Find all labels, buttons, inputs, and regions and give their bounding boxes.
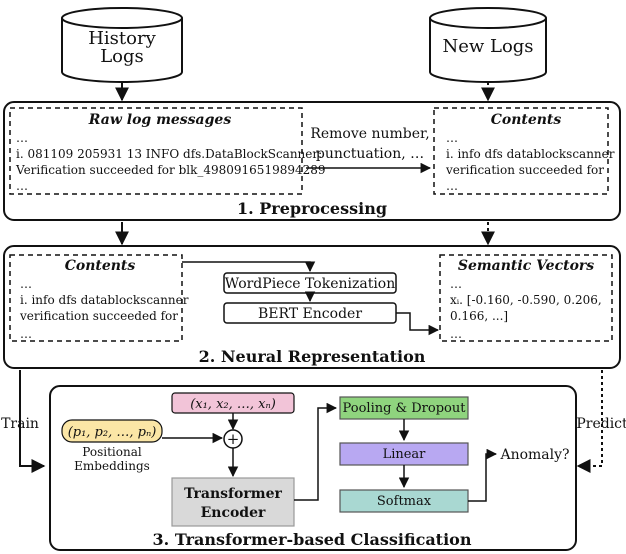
neural-contents-line-2: i. info dfs datablockscanner: [20, 293, 189, 307]
neural-contents-line-3: verification succeeded for: [19, 309, 178, 323]
semantic-vectors-line-1: …: [450, 277, 462, 291]
add-operator-label: +: [227, 430, 240, 448]
preprocess-step-line-1: Remove number,: [310, 126, 429, 142]
transformer-label-1: Transformer: [184, 486, 282, 502]
transformer-label-2: Encoder: [201, 505, 266, 521]
raw-log-box: [9, 107, 303, 195]
neural-representation-title: 2. Neural Representation: [199, 347, 426, 366]
new-logs-database: New Logs: [429, 7, 547, 83]
raw-log-line-4: …: [16, 179, 28, 193]
transformer-to-pooling-arrow: [294, 402, 338, 501]
history-logs-label-2: Logs: [100, 46, 144, 67]
positional-sequence-box: [61, 419, 163, 443]
neural-representation-stage: Contents … i. info dfs datablockscanner …: [3, 245, 621, 369]
preprocess-contents-title: Contents: [491, 112, 562, 128]
bert-label: BERT Encoder: [258, 306, 362, 322]
preprocess-step-line-2: punctuation, …: [316, 146, 424, 162]
new-logs-label: New Logs: [442, 36, 533, 57]
preprocess-contents-line-4: …: [446, 179, 458, 193]
neural-contents-title: Contents: [65, 258, 136, 274]
classification-stage: (x₁, x₂, …, xₙ) (p₁, p₂, …, pₙ) Position…: [49, 385, 577, 551]
positional-label-2: Embeddings: [74, 459, 150, 473]
raw-log-line-3: Verification succeeded for blk_498091651…: [15, 163, 326, 177]
semantic-vectors-line-2: xᵢ. [-0.160, -0.590, 0.206,: [450, 293, 602, 307]
classification-title: 3. Transformer-based Classification: [153, 530, 472, 549]
raw-log-line-1: …: [16, 131, 28, 145]
raw-log-line-2: i. 081109 205931 13 INFO dfs.DataBlockSc…: [16, 147, 322, 161]
neural-contents-box: [9, 254, 183, 342]
bert-to-vectors-arrow: [396, 312, 440, 336]
raw-log-title: Raw log messages: [88, 112, 232, 128]
linear-label: Linear: [383, 447, 427, 462]
positional-label-1: Positional: [82, 445, 142, 459]
softmax-label: Softmax: [377, 494, 432, 509]
preprocess-contents-line-2: i. info dfs datablockscanner: [446, 147, 615, 161]
semantic-vectors-line-4: …: [450, 327, 462, 341]
train-label: Train: [1, 416, 39, 432]
preprocess-contents-line-1: …: [446, 131, 458, 145]
train-arrow: [19, 370, 46, 473]
transformer-encoder-box: [171, 477, 295, 527]
positional-sequence-label: (p₁, p₂, …, pₙ): [68, 425, 157, 440]
preprocess-contents-line-3: verification succeeded for: [445, 163, 604, 177]
softmax-to-output-arrow: [468, 448, 498, 502]
pooling-dropout-label: Pooling & Dropout: [343, 401, 467, 416]
neural-contents-line-4: …: [20, 327, 32, 341]
wordpiece-label: WordPiece Tokenization: [225, 276, 396, 292]
preprocessing-stage: Raw log messages … i. 081109 205931 13 I…: [3, 101, 621, 221]
input-sequence-label: (x₁, x₂, …, xₙ): [190, 397, 276, 412]
contents-to-wordpiece-arrow: [182, 261, 316, 273]
semantic-vectors-title: Semantic Vectors: [458, 258, 594, 274]
history-logs-database: History Logs: [61, 7, 183, 83]
neural-contents-line-1: …: [20, 277, 32, 291]
preprocessing-title: 1. Preprocessing: [237, 199, 387, 218]
semantic-vectors-line-3: 0.166, ...]: [450, 309, 508, 323]
semantic-vectors-box: [439, 254, 613, 342]
history-logs-label-1: History: [88, 28, 156, 49]
anomaly-output-label: Anomaly?: [499, 447, 569, 463]
predict-arrow: [576, 370, 603, 473]
predict-label: Predict: [576, 416, 626, 432]
preprocess-contents-box: [433, 107, 609, 195]
